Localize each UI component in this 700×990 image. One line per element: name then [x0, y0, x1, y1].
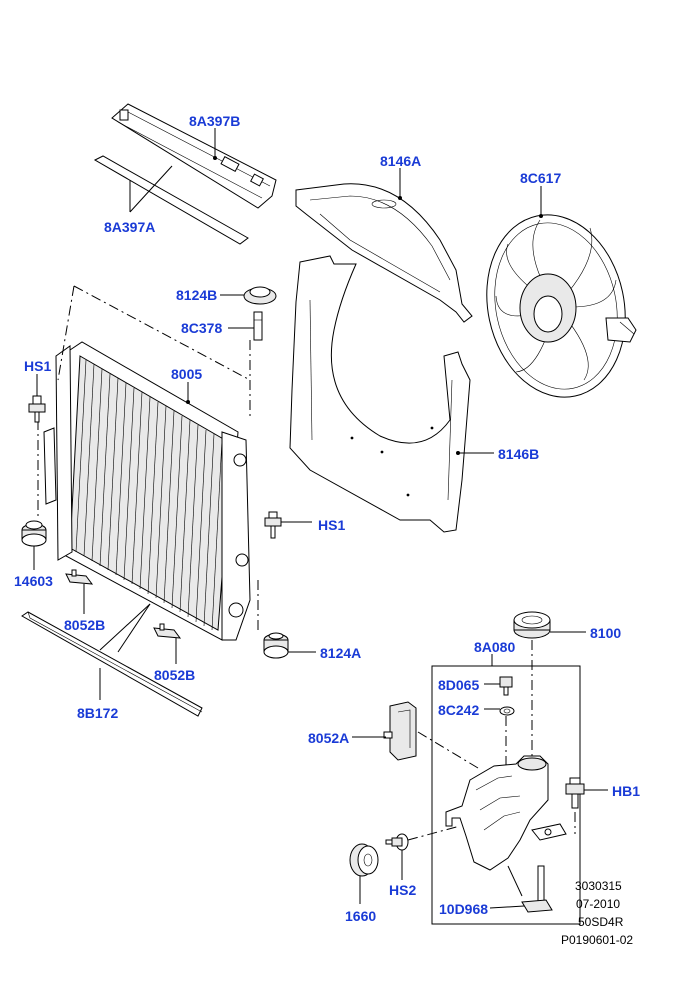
bolt-hs1-right-drawing — [264, 511, 282, 539]
leader-10d968-b — [507, 865, 523, 897]
label-8124a: 8124A — [320, 645, 361, 661]
bracket-8052b-right-drawing — [153, 623, 182, 639]
label-8b172: 8B172 — [77, 705, 118, 721]
cap-8100-drawing — [513, 611, 551, 639]
bolt-hb1-drawing — [565, 777, 585, 809]
bracket-8052a-drawing — [383, 701, 417, 761]
mount-line-2 — [73, 285, 251, 381]
bracket-8052b-left-drawing — [65, 569, 94, 585]
ref-code-2: 07-2010 — [576, 897, 620, 911]
sensor-10d968-drawing — [521, 865, 553, 913]
pin-8c378-drawing — [253, 311, 263, 341]
label-hs1-left: HS1 — [24, 358, 51, 374]
radiator-drawing — [43, 341, 251, 641]
label-1660: 1660 — [345, 908, 376, 924]
seal-strip-8b172-drawing — [21, 611, 203, 717]
label-8146b: 8146B — [498, 446, 539, 462]
label-hs1-right: HS1 — [318, 517, 345, 533]
seal-8c242-drawing — [499, 706, 515, 716]
label-8a080: 8A080 — [474, 639, 515, 655]
insulator-8124a-drawing — [263, 632, 289, 659]
label-8a397a: 8A397A — [104, 219, 155, 235]
ref-code-4: P0190601-02 — [561, 933, 633, 947]
fan-shroud-lower-drawing — [289, 255, 471, 533]
ref-code-3: 50SD4R — [578, 915, 624, 929]
label-8146a: 8146A — [380, 153, 421, 169]
bolt-hs1-left-drawing — [28, 395, 46, 423]
label-8100: 8100 — [590, 625, 621, 641]
reservoir-group-box — [431, 665, 581, 925]
mount-line-1 — [57, 285, 75, 381]
mount-14603-drawing — [21, 520, 47, 547]
leader-8a397a-a — [129, 165, 173, 213]
leader-8b172-a — [99, 603, 151, 651]
sensor-8d065-drawing — [499, 676, 513, 696]
ref-code-1: 3030315 — [575, 879, 622, 893]
leader-10d968 — [489, 905, 525, 909]
label-8005: 8005 — [171, 366, 202, 382]
label-14603: 14603 — [14, 573, 53, 589]
label-hs2: HS2 — [389, 882, 416, 898]
leader-8b172-b — [117, 603, 151, 653]
label-8052a: 8052A — [308, 730, 349, 746]
label-8d065: 8D065 — [438, 677, 479, 693]
label-hb1: HB1 — [612, 783, 640, 799]
label-8052b-right: 8052B — [154, 667, 195, 683]
label-8052b-left: 8052B — [64, 617, 105, 633]
bracket-mount-line — [417, 731, 479, 769]
fan-assembly-drawing — [486, 214, 637, 398]
reservoir-drawing — [445, 755, 567, 871]
label-8c378: 8C378 — [181, 320, 222, 336]
cap-8124b-drawing — [243, 286, 277, 305]
fan-shroud-seal-upper-drawing — [111, 103, 277, 209]
label-8124b: 8124B — [176, 287, 217, 303]
label-8c617: 8C617 — [520, 170, 561, 186]
bolt-hs2-drawing — [385, 833, 409, 851]
fan-shroud-seal-lower-drawing — [93, 155, 249, 245]
label-10d968: 10D968 — [439, 901, 488, 917]
label-8a397b: 8A397B — [189, 113, 240, 129]
label-8c242: 8C242 — [438, 702, 479, 718]
fan-shroud-upper-drawing — [295, 183, 473, 323]
pulley-1660-drawing — [349, 843, 379, 877]
hs2-axis-line — [407, 825, 461, 841]
